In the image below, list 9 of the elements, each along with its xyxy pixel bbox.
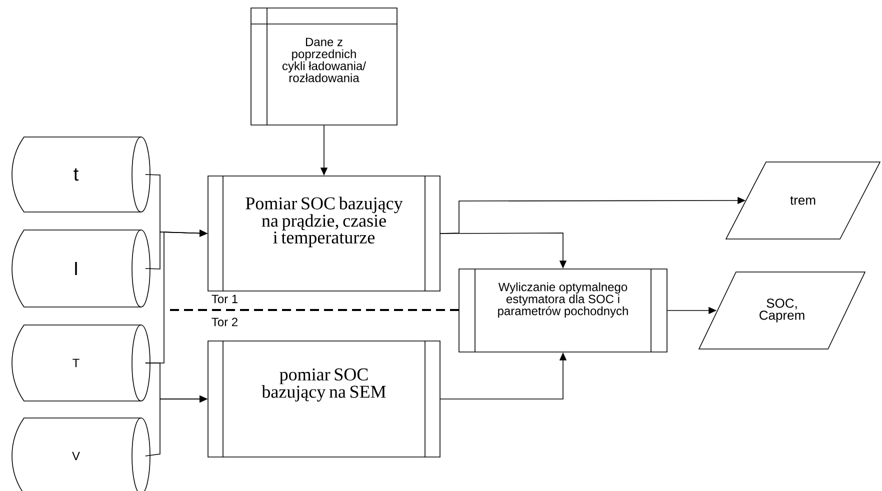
stored-data-cylinder: T [12, 324, 150, 402]
process-box: pomiar SOC bazujący na SEM [208, 340, 440, 458]
track-label: Tor 2 [212, 318, 238, 326]
stored-data-cylinder: t [12, 136, 150, 212]
stored-data-cylinder: I [12, 230, 150, 308]
process-box: Pomiar SOC bazujący na prądzie, czasie i temperaturze [208, 176, 440, 292]
data-box: Dane z poprzednich cykli ładowania/ rozładowania [250, 8, 398, 126]
process-box: Wyliczanie optymalnego estymatora dla SOC i parametrów pochodnych [458, 268, 668, 352]
stored-data-cylinder: V [12, 418, 150, 491]
